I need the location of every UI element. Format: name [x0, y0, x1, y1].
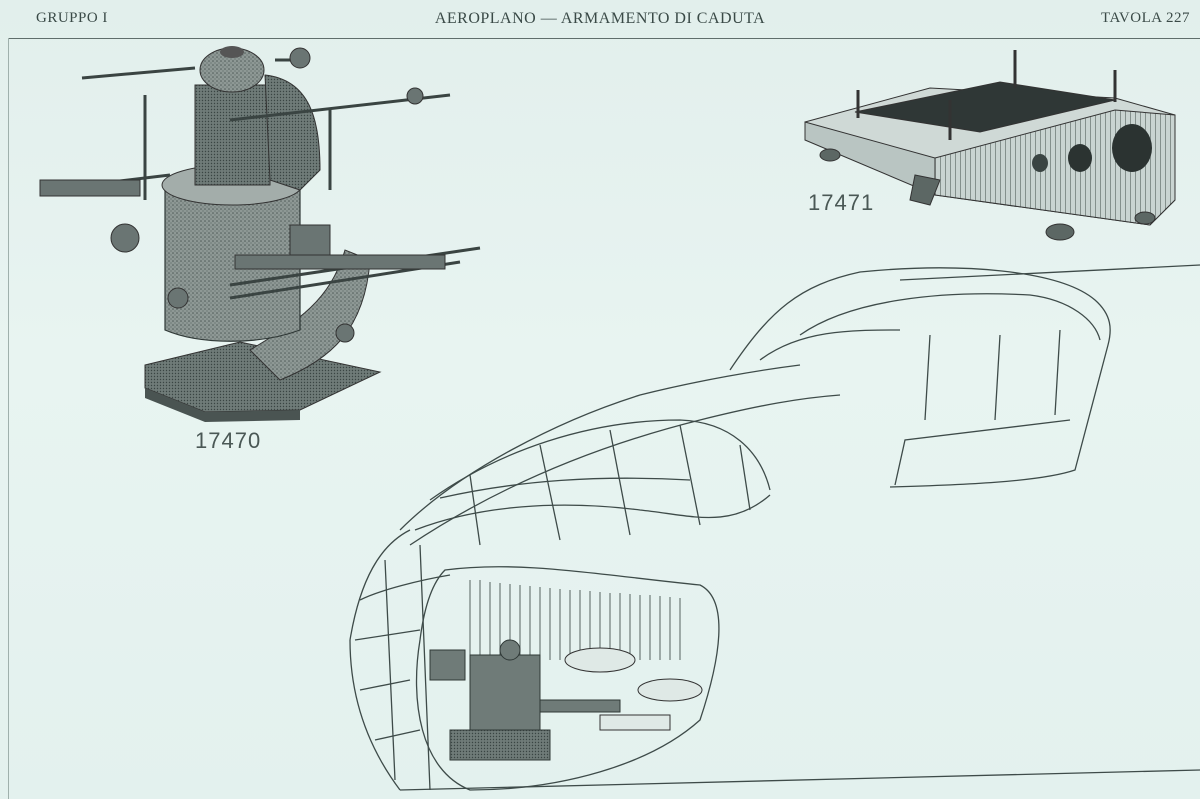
plate-number: TAVOLA 227	[1101, 10, 1190, 26]
figure-label-17471: 17471	[808, 190, 875, 215]
page-header: GRUPPO I AEROPLANO — ARMAMENTO DI CADUTA…	[0, 0, 1200, 36]
page-title: AEROPLANO — ARMAMENTO DI CADUTA	[434, 10, 766, 27]
header-rule	[8, 38, 1200, 39]
left-margin-rule	[8, 38, 9, 799]
figure-label-17470: 17470	[195, 428, 262, 453]
group-label: GRUPPO I	[36, 10, 108, 26]
